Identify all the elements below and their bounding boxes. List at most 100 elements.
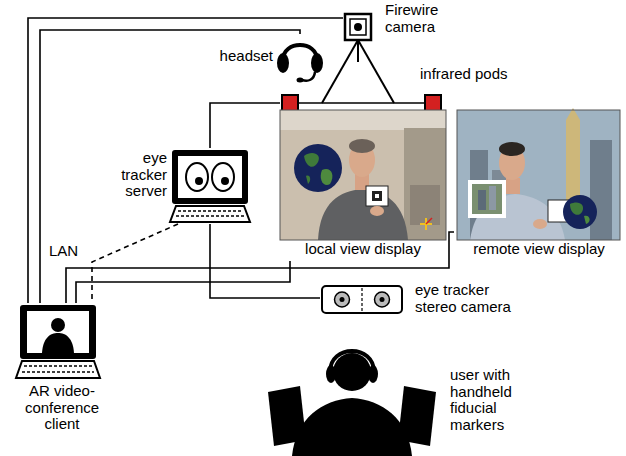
local-view-photo-part — [426, 218, 432, 224]
device-label: headset — [195, 48, 273, 65]
client-node: AR video-conference client — [6, 303, 119, 451]
network-link — [92, 224, 178, 303]
stereo-camera-icon-part — [380, 297, 385, 302]
stereo-camera-icon-part — [361, 288, 362, 311]
stereo-camera-icon-part — [322, 286, 402, 313]
remote-view-photo-part — [563, 195, 597, 229]
headset-node: headset — [195, 34, 325, 82]
cable — [40, 30, 300, 303]
cable — [28, 18, 343, 303]
local-view-photo-part — [404, 128, 446, 240]
client-laptop-icon-part — [42, 333, 74, 353]
stereo-camera-icon-part — [375, 292, 390, 307]
display-node: local view display — [278, 108, 449, 261]
device-label: AR video-conference client — [6, 383, 118, 433]
firewire-camera-icon-part — [354, 23, 362, 31]
display-node: remote view display — [454, 108, 625, 261]
local-view-photo-part — [366, 186, 388, 206]
server-computer-icon-part — [195, 177, 203, 185]
local-view-photo-part — [280, 110, 446, 240]
local-view-photo-part — [375, 194, 379, 198]
user-silhouette-part — [368, 365, 378, 383]
headset-icon-part — [311, 53, 323, 73]
local-view-photo-part — [370, 206, 384, 216]
device-label: remote view display — [454, 241, 624, 258]
headset-icon-part — [277, 53, 289, 73]
user-silhouette-part — [268, 386, 306, 446]
client-laptop-icon — [16, 305, 100, 378]
camera-tripod-part — [322, 40, 358, 103]
infrared-pods-icon-part — [282, 95, 298, 111]
remote-view-photo-part — [590, 140, 612, 240]
server-computer-icon-part — [172, 150, 248, 204]
local-view-photo-part — [349, 139, 375, 153]
client-laptop-icon-part — [22, 366, 94, 372]
stereo-camera-icon-part — [340, 297, 345, 302]
server-computer-icon — [170, 150, 250, 222]
cable — [210, 224, 320, 298]
headset-icon-part — [302, 72, 315, 81]
infrared-pods-icon — [282, 95, 441, 111]
server-computer-icon-part — [170, 206, 250, 222]
device-label: eye tracker server — [95, 150, 167, 200]
cable — [66, 232, 454, 303]
remote-view-photo-part — [506, 178, 520, 194]
remote-view-photo-part — [489, 186, 496, 210]
remote-view-photo-part — [457, 110, 620, 240]
local-view-photo-part — [321, 169, 333, 185]
camera-node: Firewire camera — [343, 2, 464, 42]
device-label: local view display — [278, 241, 448, 258]
remote-view-photo-part — [478, 190, 486, 210]
user-node: user with handheld fiducial markers — [270, 345, 590, 453]
server-computer-icon-part — [221, 177, 229, 185]
client-laptop-icon-part — [20, 305, 96, 359]
client-laptop-icon-part — [51, 318, 65, 332]
user-silhouette-part — [333, 353, 371, 391]
local-view-photo-part — [294, 144, 342, 192]
pods-node: infrared pods — [280, 66, 540, 112]
remote-view-photo-part — [457, 110, 620, 240]
local-view-photo — [280, 110, 446, 240]
firewire-camera-icon-part — [350, 19, 366, 35]
headset-icon — [277, 45, 323, 83]
server-computer-icon-part — [186, 163, 208, 191]
local-view-photo-part — [318, 189, 408, 240]
headset-icon-part — [297, 78, 304, 83]
local-view-photo-part — [304, 153, 319, 167]
device-label: eye tracker stereo camera — [415, 282, 531, 315]
device-label: user with handheld fiducial markers — [450, 367, 545, 433]
server-node: eye tracker server — [95, 148, 250, 224]
user-silhouette — [268, 351, 436, 456]
local-view-photo-part — [280, 110, 446, 240]
remote-view-photo-part — [499, 142, 525, 156]
client-laptop-icon-part — [16, 361, 100, 378]
camera-tripod-part — [357, 40, 359, 62]
server-computer-icon-part — [212, 163, 234, 191]
user-silhouette-part — [292, 398, 412, 456]
user-silhouette-part — [326, 365, 336, 383]
remote-view-photo-part — [468, 180, 506, 218]
server-computer-icon-part — [176, 211, 244, 216]
device-label: Firewire camera — [385, 2, 463, 35]
user-silhouette-part — [398, 386, 436, 446]
server-computer-icon-part — [178, 156, 242, 198]
remote-view-photo-part — [533, 219, 547, 229]
firewire-camera-icon — [345, 14, 371, 40]
remote-view-photo — [457, 108, 620, 240]
stereo-camera-icon — [322, 286, 402, 313]
cable — [210, 103, 280, 148]
camera-tripod — [322, 40, 394, 103]
remote-view-photo-part — [584, 216, 590, 224]
infrared-pods-icon-part — [425, 95, 441, 111]
link-label: LAN — [48, 243, 79, 260]
local-view-photo-part — [420, 218, 432, 230]
remote-view-photo-part — [570, 202, 583, 214]
client-laptop-icon-part — [27, 311, 89, 353]
local-view-photo-part — [280, 110, 446, 130]
user-silhouette-part — [330, 351, 374, 372]
stereo-camera-node: eye tracker stereo camera — [320, 280, 535, 322]
local-view-photo-part — [372, 191, 382, 201]
remote-view-photo-part — [566, 120, 580, 206]
